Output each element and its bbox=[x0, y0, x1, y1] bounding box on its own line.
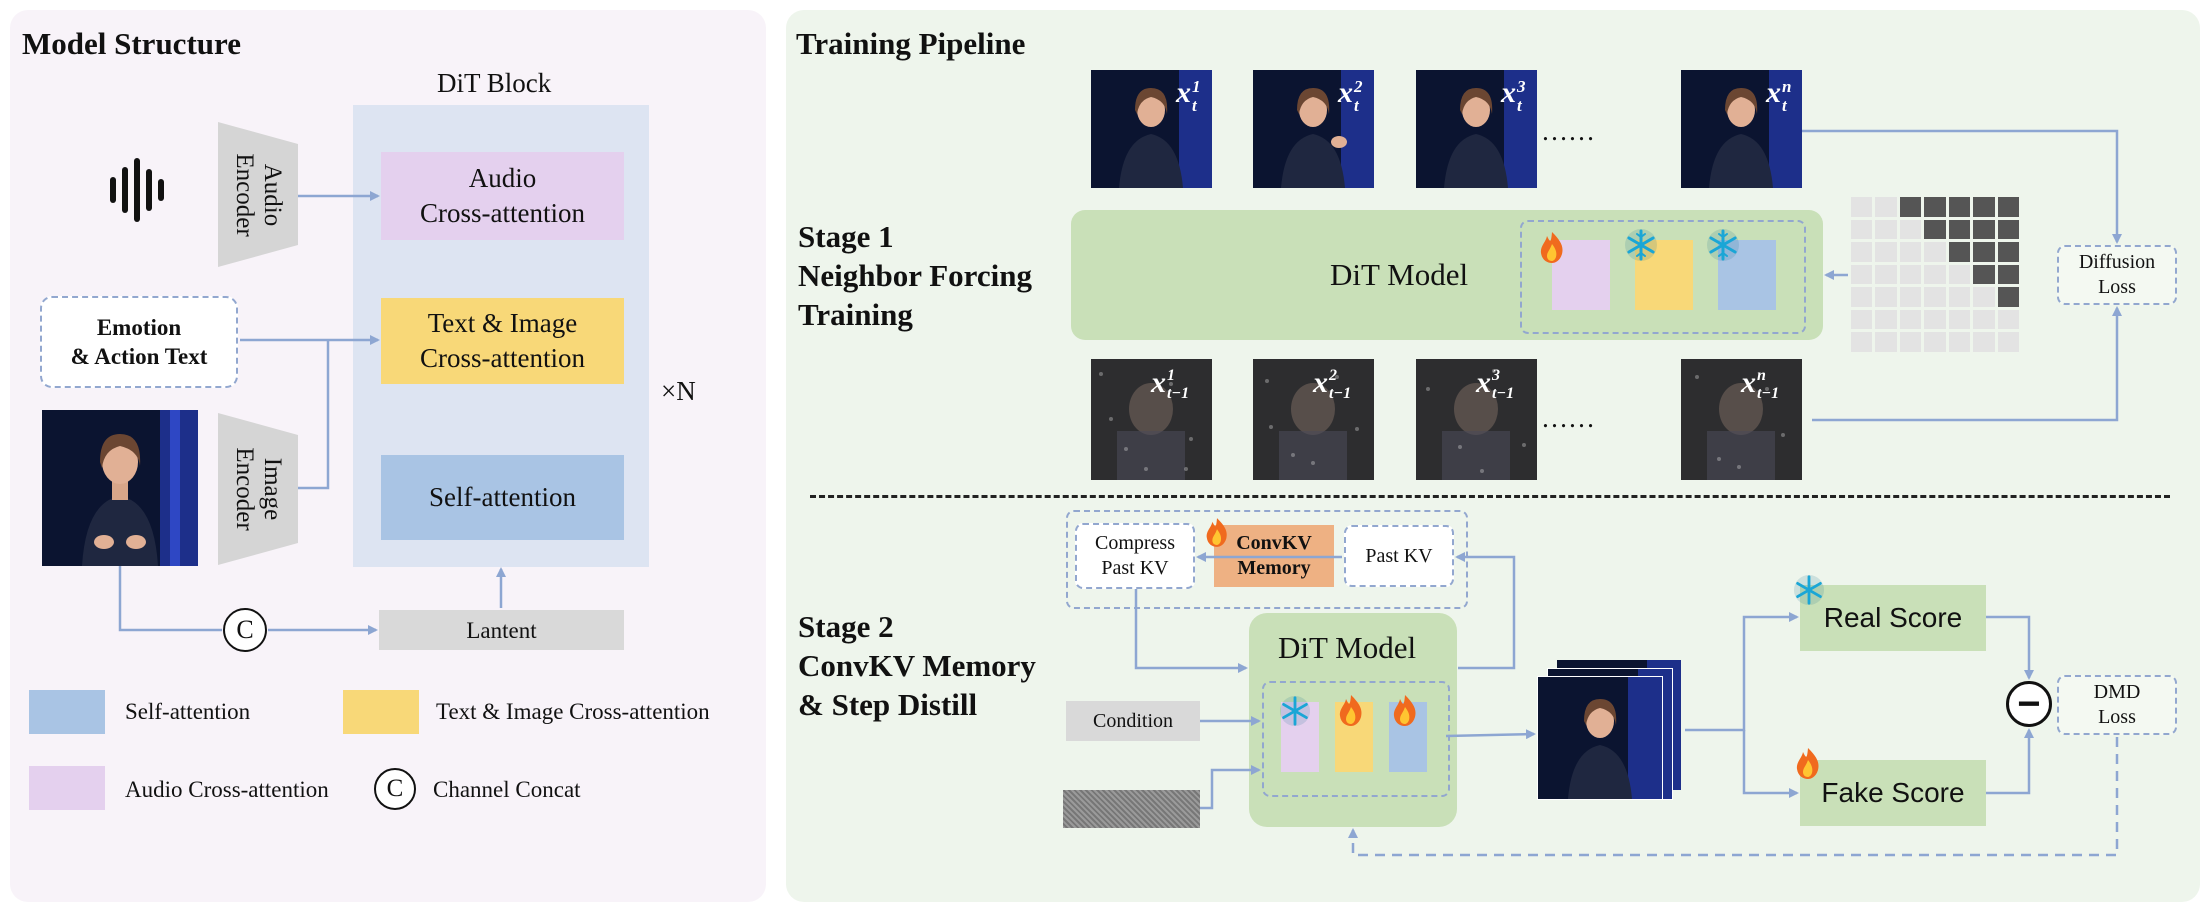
stage2-layer-group bbox=[1262, 681, 1450, 797]
fire-icon bbox=[1337, 693, 1365, 732]
stage1-text-layer bbox=[1635, 240, 1693, 310]
output-frame-front bbox=[1537, 676, 1663, 800]
real-score-box: Real Score bbox=[1800, 585, 1986, 651]
clean-frame-3 bbox=[1416, 70, 1537, 188]
emotion-action-text-box: Emotion & Action Text bbox=[40, 296, 238, 388]
latent-block: Lantent bbox=[379, 610, 624, 650]
fire-icon bbox=[1794, 746, 1822, 785]
legend-swatch-text-image-cross bbox=[343, 690, 419, 734]
model-structure-title: Model Structure bbox=[22, 26, 241, 61]
condition-box: Condition bbox=[1066, 701, 1200, 741]
stage2-dit-model-label: DiT Model bbox=[1278, 630, 1417, 665]
fire-icon bbox=[1538, 230, 1566, 269]
clean-frame-1 bbox=[1091, 70, 1212, 188]
noisy-frame-n bbox=[1681, 359, 1802, 480]
legend-swatch-audio-cross bbox=[29, 766, 105, 810]
fire-icon bbox=[1204, 516, 1230, 553]
diffusion-loss-box: Diffusion Loss bbox=[2057, 245, 2177, 305]
dit-block-label: DiT Block bbox=[437, 68, 552, 98]
legend-concat-c-icon: C bbox=[374, 768, 416, 810]
self-attention-block: Self-attention bbox=[381, 455, 624, 540]
reference-image bbox=[42, 410, 198, 566]
legend-label-channel-concat: Channel Concat bbox=[433, 777, 581, 802]
fire-icon bbox=[1391, 693, 1419, 732]
stage1-label: Stage 1 Neighbor Forcing Training bbox=[798, 219, 1032, 332]
audio-cross-attention-block: Audio Cross-attention bbox=[381, 152, 624, 240]
noisy-frame-1 bbox=[1091, 359, 1212, 480]
legend-label-audio-cross: Audio Cross-attention bbox=[125, 777, 329, 802]
snowflake-icon bbox=[1706, 228, 1740, 267]
condition-label: Condition bbox=[1092, 709, 1173, 732]
legend-swatch-self-attention bbox=[29, 690, 105, 734]
fake-score-box: Fake Score bbox=[1800, 760, 1986, 826]
noisy-frames-ellipsis: …… bbox=[1541, 403, 1595, 433]
clean-frame-2 bbox=[1253, 70, 1374, 188]
training-pipeline-title: Training Pipeline bbox=[796, 26, 1026, 61]
legend-label-self-attention: Self-attention bbox=[125, 699, 251, 724]
snowflake-icon bbox=[1793, 574, 1825, 611]
audio-encoder: Audio Encoder bbox=[218, 122, 298, 267]
minus-circle-icon: − bbox=[2006, 681, 2052, 727]
image-encoder: Image Encoder bbox=[218, 413, 298, 565]
stage2-label: Stage 2 ConvKV Memory & Step Distill bbox=[798, 609, 1036, 722]
audio-wave-icon bbox=[108, 158, 166, 222]
stage1-layer-group bbox=[1520, 220, 1806, 334]
clean-frames-ellipsis: …… bbox=[1541, 116, 1595, 146]
stage1-dit-model bbox=[1071, 210, 1823, 340]
snowflake-icon bbox=[1279, 695, 1311, 732]
text-image-cross-attention-block: Text & Image Cross-attention bbox=[381, 298, 624, 384]
concat-c-icon: C bbox=[223, 608, 267, 652]
times-n-label: ×N bbox=[661, 376, 696, 406]
dmd-loss-box: DMD Loss bbox=[2057, 675, 2177, 735]
compress-past-kv-box: Compress Past KV bbox=[1075, 523, 1195, 589]
snowflake-icon bbox=[1624, 228, 1658, 267]
noisy-frame-3 bbox=[1416, 359, 1537, 480]
stage1-dit-model-label: DiT Model bbox=[1330, 257, 1469, 292]
memory-group bbox=[1066, 510, 1468, 609]
clean-frame-n bbox=[1681, 70, 1802, 188]
stage1-self-layer bbox=[1718, 240, 1776, 310]
stage-separator bbox=[810, 495, 2170, 498]
past-kv-box: Past KV bbox=[1344, 525, 1454, 587]
attention-mask-grid bbox=[1851, 197, 2019, 352]
noise-input bbox=[1063, 790, 1200, 828]
legend-label-text-image-cross: Text & Image Cross-attention bbox=[436, 699, 710, 724]
noisy-frame-2 bbox=[1253, 359, 1374, 480]
